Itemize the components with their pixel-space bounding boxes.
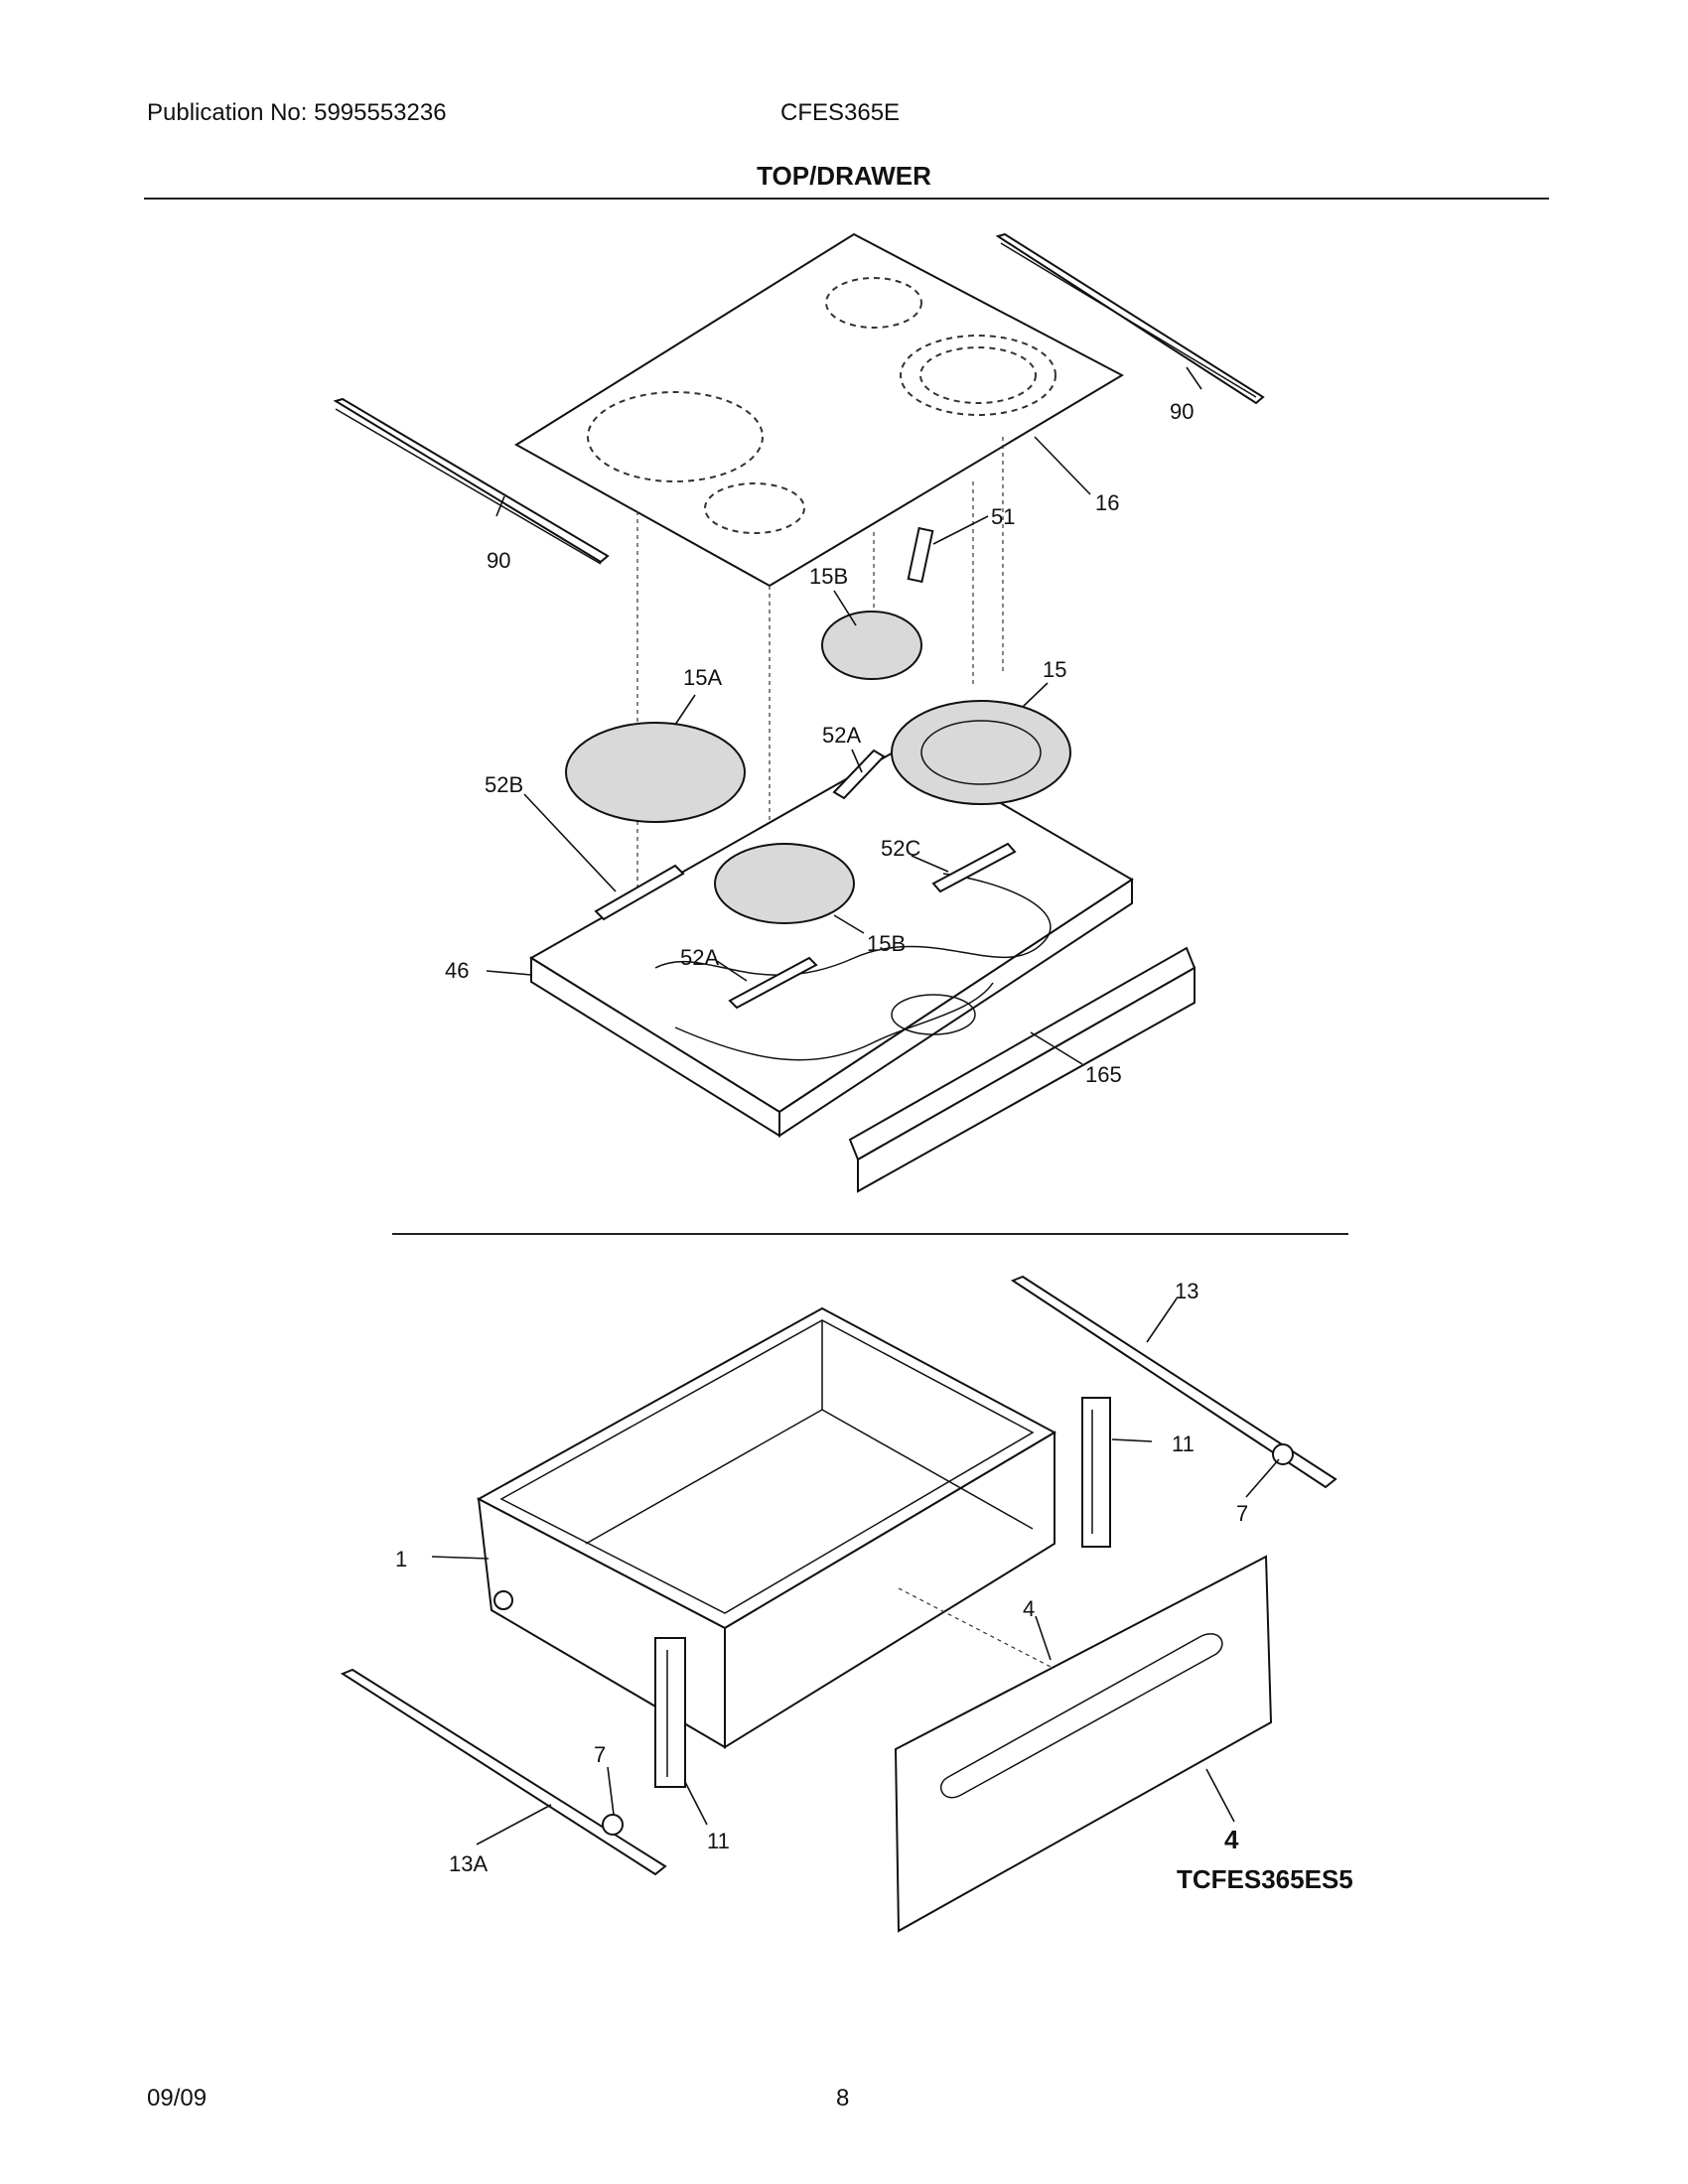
sensor-part-51: [907, 526, 934, 584]
callout-52A-top: 52A: [822, 723, 861, 748]
callout-11-left: 11: [707, 1829, 730, 1853]
callout-15A: 15A: [683, 665, 722, 690]
trim-strip-part-90-right: [995, 232, 1265, 405]
footer-page-number: 8: [836, 2085, 850, 2112]
callout-15: 15: [1043, 657, 1066, 682]
drawer-front-part-4: [894, 1555, 1273, 1933]
callout-90-right: 90: [1170, 399, 1194, 424]
callout-7-right: 7: [1236, 1501, 1248, 1526]
callout-4-top: 4: [1023, 1596, 1035, 1621]
callout-90-left: 90: [487, 548, 510, 573]
model-number: CFES365E: [780, 99, 901, 126]
callout-7-left: 7: [594, 1742, 606, 1767]
callout-1: 1: [395, 1547, 407, 1571]
callout-165: 165: [1085, 1062, 1122, 1087]
rear-panel-part-165: [848, 946, 1196, 1193]
callout-52A-low: 52A: [680, 945, 719, 970]
figure-code: TCFES365ES5: [1177, 1864, 1353, 1894]
callout-46: 46: [445, 958, 469, 983]
bracket-part-52C: [931, 842, 1017, 893]
callout-52B: 52B: [485, 772, 523, 797]
callout-13A: 13A: [449, 1851, 488, 1876]
slide-rail-part-13: [1010, 1275, 1337, 1489]
slide-rail-part-13A: [340, 1668, 667, 1876]
cooktop-glass-part-16: [514, 232, 1125, 588]
callout-4-bold: 4: [1224, 1825, 1239, 1854]
callout-11-right: 11: [1172, 1432, 1195, 1456]
callout-16: 16: [1095, 490, 1119, 515]
heating-element-part-15: [891, 700, 1071, 805]
heating-element-part-15B-lower: [714, 843, 855, 924]
heating-element-part-15A: [565, 722, 746, 823]
bracket-part-52B: [594, 864, 685, 921]
publication-number: Publication No: 5995553236: [147, 99, 447, 126]
callout-15B-low: 15B: [867, 931, 906, 956]
callout-13: 13: [1175, 1279, 1198, 1303]
bracket-part-52A-lower: [728, 956, 818, 1010]
callout-15B-top: 15B: [809, 564, 848, 589]
bracket-part-52A-upper: [832, 749, 886, 800]
trim-strip-part-90-left: [333, 397, 610, 565]
page-title: TOP/DRAWER: [757, 161, 931, 191]
heating-element-part-15B-upper: [821, 611, 922, 680]
burner-box-part-46: [529, 745, 1134, 1138]
drawer-bracket-part-11-left: [654, 1637, 686, 1788]
drawer-bracket-part-11-right: [1081, 1397, 1111, 1548]
footer-date: 09/09: [147, 2085, 208, 2112]
callout-51: 51: [991, 504, 1015, 529]
callout-52C: 52C: [881, 836, 920, 861]
drawer-body-part-1: [476, 1306, 1057, 1749]
header-rule: [144, 198, 1549, 200]
